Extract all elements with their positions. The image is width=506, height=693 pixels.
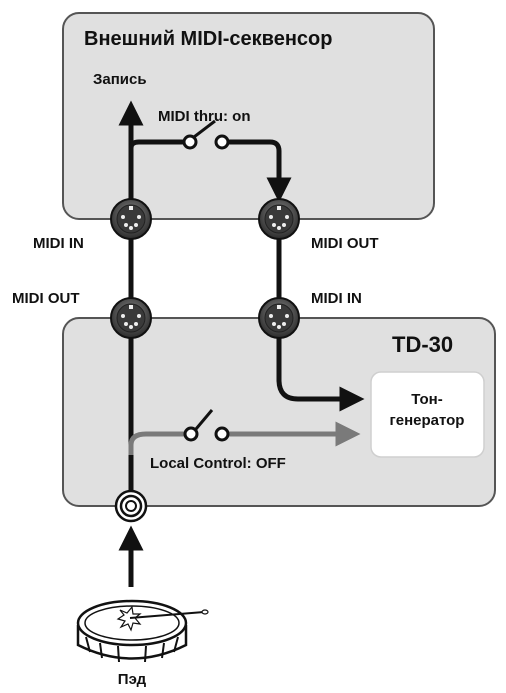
midi-thru-switch-contact-right xyxy=(216,136,228,148)
sequencer-midi-out-label: MIDI OUT xyxy=(311,235,379,252)
sound-generator-label-line2: генератор xyxy=(390,412,465,429)
td30-midi-in-label: MIDI IN xyxy=(311,290,362,307)
midi-thru-switch-contact-left xyxy=(184,136,196,148)
td30-midi-out-label: MIDI OUT xyxy=(12,290,80,307)
trigger-input-jack xyxy=(116,491,146,521)
td30-midi-in-connector xyxy=(259,298,299,338)
drum-pad-icon xyxy=(78,601,208,662)
sequencer-midi-in-connector xyxy=(111,199,151,239)
sound-generator-label-line1: Тон- xyxy=(411,391,442,408)
td30-title: TD-30 xyxy=(392,332,453,357)
record-label: Запись xyxy=(93,71,147,88)
pad-label: Пэд xyxy=(118,671,147,688)
local-control-switch-contact-right xyxy=(216,428,228,440)
external-sequencer-title: Внешний MIDI-секвенсор xyxy=(84,28,332,50)
td30-midi-out-connector xyxy=(111,298,151,338)
sequencer-midi-in-label: MIDI IN xyxy=(33,235,84,252)
local-control-switch-contact-left xyxy=(185,428,197,440)
sequencer-midi-out-connector xyxy=(259,199,299,239)
midi-thru-label: MIDI thru: on xyxy=(158,108,250,125)
local-control-label: Local Control: OFF xyxy=(150,455,286,472)
